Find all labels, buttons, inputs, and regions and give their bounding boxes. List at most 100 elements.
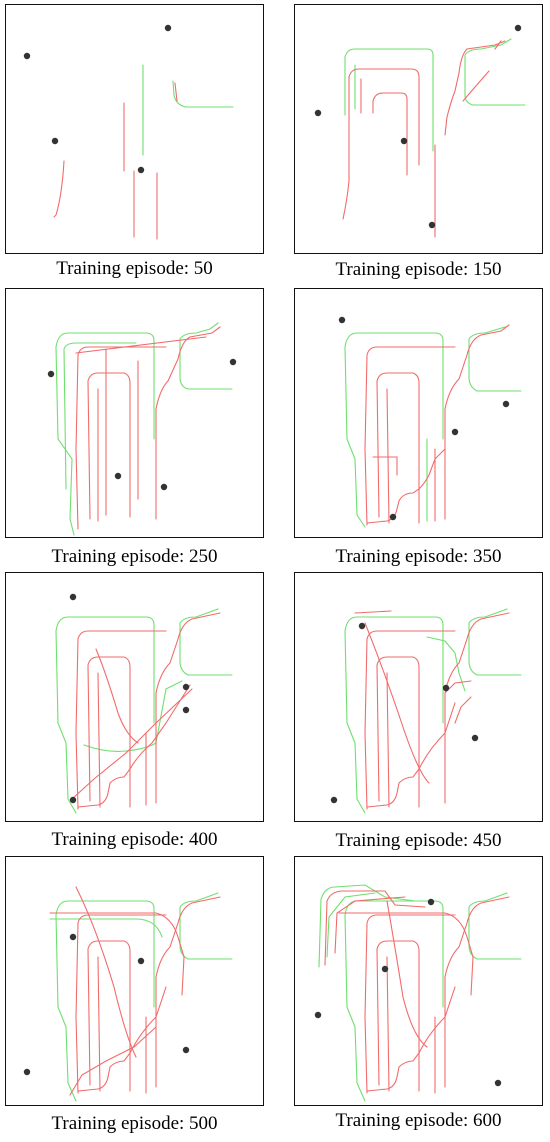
panel-episode-250: Training episode: 250 bbox=[5, 288, 264, 573]
obstacle-dot bbox=[442, 684, 450, 692]
red-trajectory bbox=[354, 610, 392, 614]
red-trajectory bbox=[366, 702, 456, 808]
red-trajectory bbox=[77, 986, 167, 1092]
red-trajectory bbox=[75, 336, 207, 354]
red-trajectory bbox=[155, 896, 221, 1088]
obstacle-dot bbox=[338, 316, 346, 324]
red-trajectory bbox=[444, 40, 506, 136]
panel-caption: Training episode: 400 bbox=[51, 829, 218, 850]
red-trajectory bbox=[376, 372, 420, 524]
trajectory-plot bbox=[294, 572, 543, 822]
panel-episode-400: Training episode: 400 bbox=[5, 572, 264, 857]
red-trajectory bbox=[174, 82, 178, 102]
red-trajectory bbox=[364, 346, 456, 526]
trajectory-plot bbox=[294, 856, 543, 1106]
red-trajectory bbox=[462, 70, 490, 102]
trajectory-plot bbox=[5, 856, 264, 1106]
obstacle-dot bbox=[314, 109, 322, 117]
trajectory-plot bbox=[294, 288, 543, 538]
red-trajectory bbox=[376, 656, 420, 808]
green-trajectory bbox=[468, 892, 522, 960]
red-trajectory bbox=[454, 696, 472, 724]
obstacle-dot bbox=[137, 166, 145, 174]
green-trajectory bbox=[179, 892, 233, 960]
green-trajectory bbox=[55, 332, 155, 536]
obstacle-dot bbox=[47, 370, 55, 378]
obstacle-dot bbox=[502, 400, 510, 408]
red-trajectory bbox=[87, 372, 131, 520]
trajectory-svg bbox=[314, 24, 526, 238]
obstacle-dot bbox=[23, 52, 31, 60]
panel-caption: Training episode: 150 bbox=[335, 259, 502, 280]
panel-episode-450: Training episode: 450 bbox=[294, 572, 543, 857]
obstacle-dot bbox=[182, 683, 190, 691]
trajectory-plot bbox=[5, 288, 264, 538]
red-trajectory bbox=[155, 612, 221, 804]
red-trajectory bbox=[49, 912, 185, 996]
trajectory-svg bbox=[314, 884, 522, 1102]
trajectory-plot bbox=[294, 4, 543, 254]
obstacle-dot bbox=[23, 1068, 31, 1076]
red-trajectory bbox=[376, 940, 420, 1092]
red-trajectory bbox=[75, 886, 137, 1058]
red-trajectory bbox=[97, 956, 101, 1092]
red-trajectory bbox=[87, 940, 131, 1092]
green-trajectory bbox=[468, 608, 522, 676]
obstacle-dot bbox=[182, 1046, 190, 1054]
obstacle-dot bbox=[164, 24, 172, 32]
red-trajectory bbox=[364, 622, 430, 784]
red-trajectory bbox=[53, 160, 65, 218]
red-trajectory bbox=[334, 896, 406, 954]
obstacle-dot bbox=[471, 734, 479, 742]
obstacle-dot bbox=[451, 428, 459, 436]
panel-caption: Training episode: 450 bbox=[335, 830, 502, 851]
panel-episode-600: Training episode: 600 bbox=[294, 856, 543, 1142]
panel-caption: Training episode: 250 bbox=[51, 546, 218, 567]
green-trajectory bbox=[63, 342, 137, 490]
panel-episode-500: Training episode: 500 bbox=[5, 856, 264, 1142]
obstacle-dot bbox=[314, 1011, 322, 1019]
green-trajectory bbox=[49, 918, 163, 938]
red-trajectory bbox=[95, 648, 139, 744]
trajectory-svg bbox=[330, 608, 522, 814]
green-trajectory bbox=[179, 608, 233, 676]
green-trajectory bbox=[318, 884, 416, 968]
obstacle-dot bbox=[514, 24, 522, 32]
obstacle-dot bbox=[381, 965, 389, 973]
panel-caption: Training episode: 350 bbox=[335, 546, 502, 567]
red-trajectory bbox=[444, 612, 510, 804]
red-trajectory bbox=[364, 630, 456, 810]
red-trajectory bbox=[366, 986, 456, 1092]
red-trajectory bbox=[364, 914, 456, 1094]
obstacle-dot bbox=[69, 796, 77, 804]
obstacle-dot bbox=[400, 137, 408, 145]
obstacle-dot bbox=[494, 1079, 502, 1087]
obstacle-dot bbox=[69, 593, 77, 601]
green-trajectory bbox=[179, 322, 233, 390]
obstacle-dot bbox=[358, 622, 366, 630]
green-trajectory bbox=[326, 892, 376, 958]
panel-caption: Training episode: 600 bbox=[335, 1110, 502, 1131]
red-trajectory bbox=[75, 914, 167, 1094]
red-trajectory bbox=[69, 1026, 157, 1096]
green-trajectory bbox=[426, 636, 466, 692]
trajectory-svg bbox=[23, 24, 234, 240]
panel-caption: Training episode: 50 bbox=[56, 258, 213, 279]
green-trajectory bbox=[344, 900, 444, 1102]
obstacle-dot bbox=[428, 221, 436, 229]
red-trajectory bbox=[342, 68, 420, 220]
obstacle-dot bbox=[69, 933, 77, 941]
red-trajectory bbox=[386, 956, 390, 1092]
panel-episode-150: Training episode: 150 bbox=[294, 4, 543, 289]
green-trajectory bbox=[344, 616, 444, 814]
red-trajectory bbox=[494, 40, 502, 50]
red-trajectory bbox=[155, 326, 221, 520]
green-trajectory bbox=[83, 680, 183, 752]
obstacle-dot bbox=[389, 513, 397, 521]
red-trajectory bbox=[372, 456, 398, 476]
red-trajectory bbox=[75, 346, 167, 530]
red-trajectory bbox=[87, 656, 131, 808]
red-trajectory bbox=[386, 388, 390, 524]
red-trajectory bbox=[97, 672, 101, 808]
